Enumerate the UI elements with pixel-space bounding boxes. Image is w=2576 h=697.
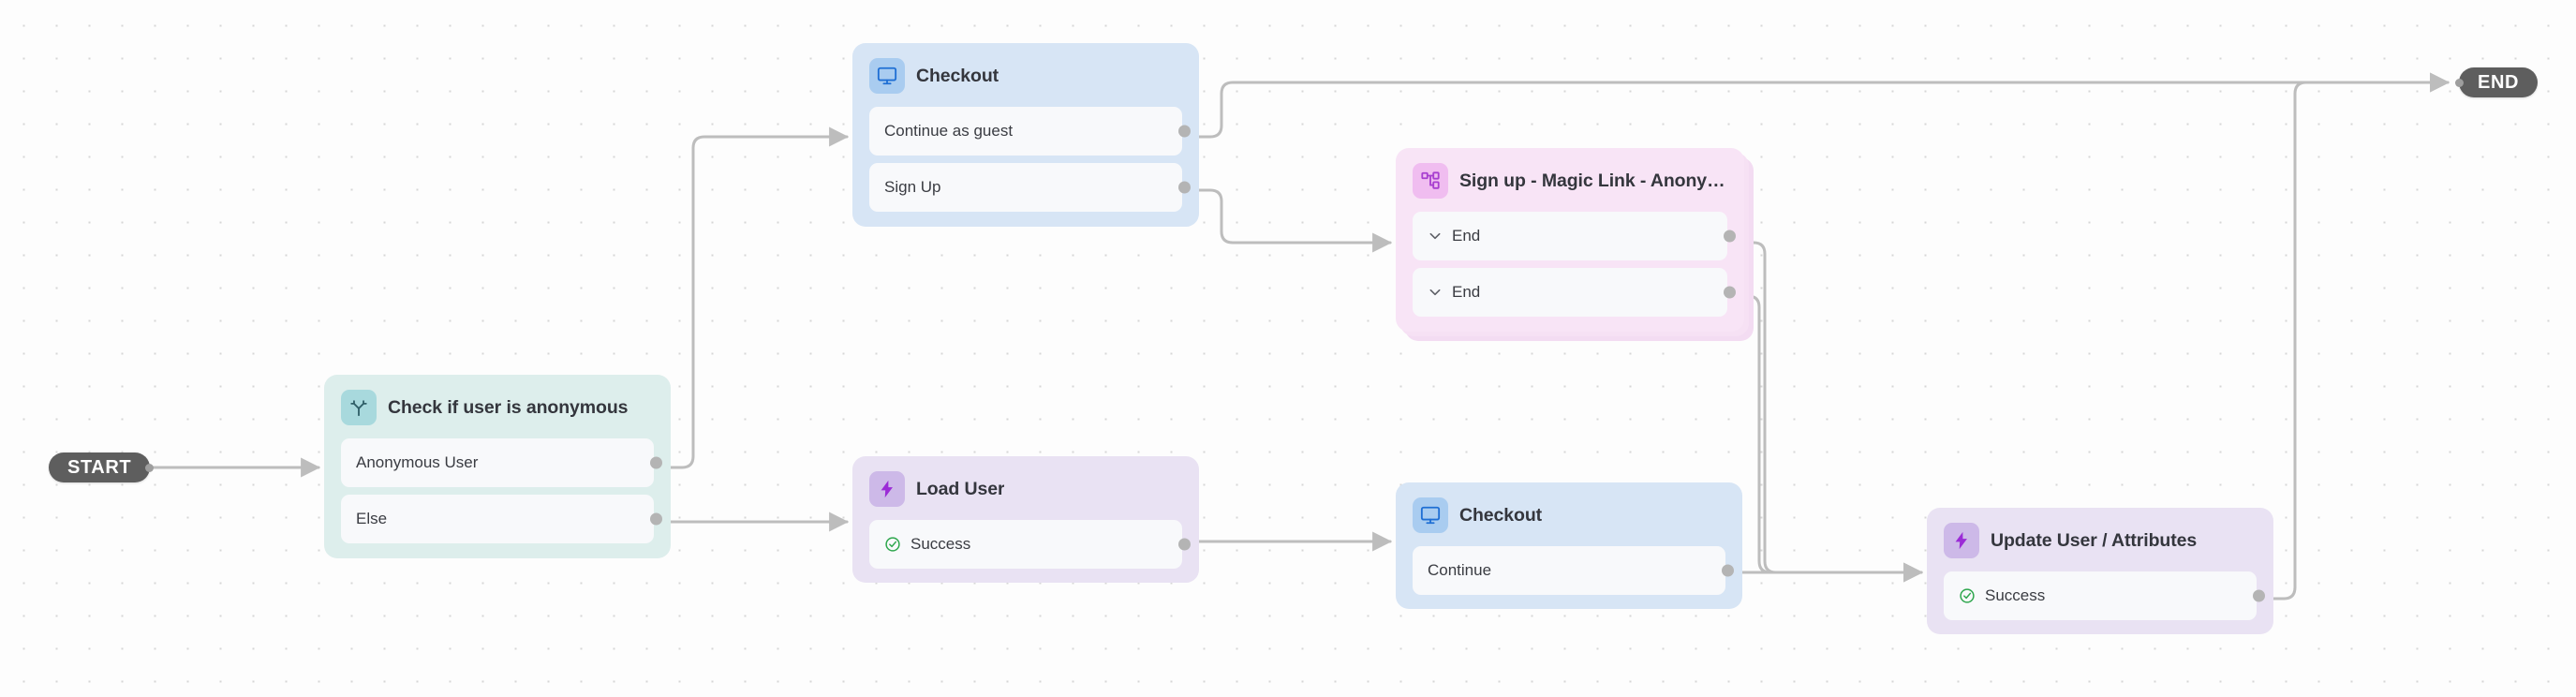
port-end-1[interactable]: End [1413, 212, 1736, 260]
node-header: Sign up - Magic Link - Anonymou... [1413, 163, 1727, 199]
node-header: Update User / Attributes [1944, 523, 2257, 558]
node-header: Check if user is anonymous [341, 390, 654, 425]
branch-icon [341, 390, 377, 425]
chevron-down-icon [1428, 285, 1443, 300]
node-sign-up-magic-link-anonymous[interactable]: Sign up - Magic Link - Anonymou... End [1396, 148, 1744, 332]
screen-icon [1413, 497, 1448, 533]
port-output-dot[interactable] [1724, 230, 1736, 243]
port-end-2[interactable]: End [1413, 268, 1736, 317]
port-output-dot[interactable] [2253, 589, 2265, 602]
subflow-icon [1413, 163, 1448, 199]
port-output-dot[interactable] [1178, 538, 1191, 551]
port-continue[interactable]: Continue [1413, 546, 1734, 595]
start-label: START [67, 456, 132, 478]
port-anonymous-user[interactable]: Anonymous User [341, 438, 662, 487]
check-circle-icon [884, 536, 901, 553]
chevron-down-icon [1428, 229, 1443, 244]
node-update-user-attributes[interactable]: Update User / Attributes Success [1927, 508, 2273, 634]
lightning-icon [869, 471, 905, 507]
edge-end2-to-update-user [1736, 294, 1923, 574]
port-continue-as-guest[interactable]: Continue as guest [869, 107, 1191, 156]
end-terminal[interactable]: END [2455, 67, 2539, 97]
port-output-dot[interactable] [1724, 286, 1736, 299]
edge-anonymous-user-to-checkout [656, 126, 850, 469]
edge-signup-to-signup-node [1184, 188, 1393, 253]
port-label: Continue as guest [884, 122, 1014, 140]
node-ports: Anonymous User Else [341, 438, 662, 543]
edge-continue-as-guest-to-end [1184, 72, 2450, 139]
node-check-if-user-is-anonymous[interactable]: Check if user is anonymous Anonymous Use… [324, 375, 671, 558]
port-label: Anonymous User [356, 453, 479, 471]
port-output-dot[interactable] [650, 512, 662, 526]
node-ports: Continue [1413, 546, 1734, 595]
port-label: End [1452, 283, 1481, 301]
port-label: End [1452, 227, 1481, 245]
node-ports: Continue as guest Sign Up [869, 107, 1191, 212]
node-title: Load User [916, 478, 1005, 499]
port-success[interactable]: Success [1944, 571, 2265, 620]
node-checkout-bottom[interactable]: Checkout Continue [1396, 482, 1742, 609]
port-label: Success [1985, 586, 2046, 604]
end-label: END [2478, 71, 2520, 93]
port-output-dot[interactable] [650, 456, 662, 469]
node-title: Checkout [916, 65, 999, 86]
node-checkout-top[interactable]: Checkout Continue as guest Sign Up [852, 43, 1199, 227]
start-terminal[interactable]: START [49, 452, 155, 482]
node-title: Sign up - Magic Link - Anonymou... [1459, 170, 1727, 191]
node-title: Checkout [1459, 504, 1543, 526]
port-output-dot[interactable] [1178, 181, 1191, 194]
node-header: Checkout [869, 58, 1182, 94]
screen-icon [869, 58, 905, 94]
port-output-dot[interactable] [1178, 125, 1191, 138]
lightning-icon [1944, 523, 1979, 558]
edge-end1-to-update-user [1736, 241, 1924, 583]
node-title: Check if user is anonymous [388, 396, 629, 418]
port-output-dot[interactable] [1722, 564, 1734, 577]
port-sign-up[interactable]: Sign Up [869, 163, 1191, 212]
port-label: Success [910, 535, 971, 553]
port-label: Else [356, 510, 388, 527]
port-label: Continue [1428, 561, 1492, 579]
node-ports: Success [869, 520, 1191, 569]
node-header: Load User [869, 471, 1182, 507]
node-ports: Success [1944, 571, 2265, 620]
port-else[interactable]: Else [341, 495, 662, 543]
node-title: Update User / Attributes [1991, 529, 2198, 551]
port-label: Sign Up [884, 178, 941, 196]
check-circle-icon [1959, 587, 1976, 604]
edge-update-user-to-end [2268, 72, 2450, 601]
end-input-dot[interactable] [2455, 78, 2464, 87]
port-success[interactable]: Success [869, 520, 1191, 569]
node-ports: End End [1413, 212, 1736, 317]
start-output-dot[interactable] [145, 463, 155, 472]
node-load-user[interactable]: Load User Success [852, 456, 1199, 583]
node-header: Checkout [1413, 497, 1725, 533]
